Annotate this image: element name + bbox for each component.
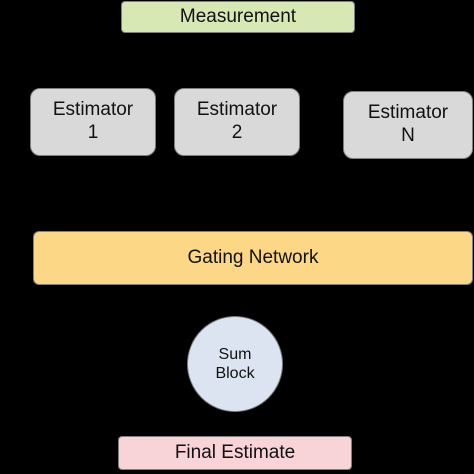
final-estimate-box: Final Estimate	[118, 436, 352, 470]
estimator-1-label: Estimator 1	[52, 99, 134, 143]
gating-network-label: Gating Network	[187, 246, 319, 268]
estimator-2-label: Estimator 2	[196, 99, 278, 143]
measurement-box: Measurement	[121, 1, 355, 33]
sum-block-label: Sum Block	[215, 345, 255, 382]
estimator-1-box: Estimator 1	[30, 88, 156, 156]
sum-block-circle: Sum Block	[187, 316, 283, 412]
final-estimate-label: Final Estimate	[174, 441, 296, 463]
measurement-label: Measurement	[179, 5, 297, 27]
estimator-n-label: Estimator N	[367, 102, 449, 146]
gating-network-box: Gating Network	[33, 231, 473, 285]
estimator-n-box: Estimator N	[343, 91, 473, 159]
estimator-2-box: Estimator 2	[174, 88, 300, 156]
